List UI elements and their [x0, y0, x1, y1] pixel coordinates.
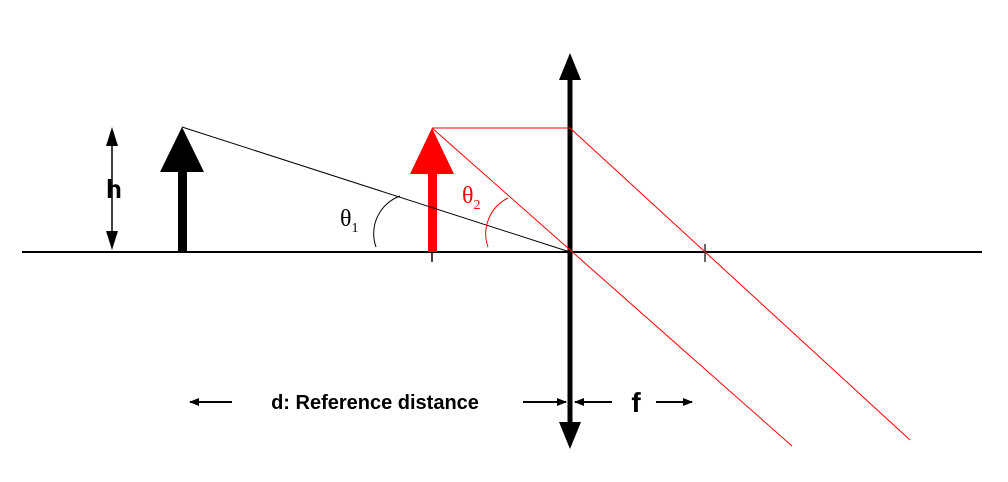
reference-object-arrow	[160, 127, 204, 252]
red-ray-central	[431, 127, 793, 447]
theta2-arc	[485, 197, 509, 248]
red-ray-refracted	[569, 127, 911, 441]
lens-bottom-arrowhead	[559, 422, 581, 449]
lens-top-arrowhead	[559, 53, 581, 80]
lens	[559, 53, 581, 449]
theta2-label: θ2	[462, 183, 481, 213]
theta1-arc	[373, 195, 401, 248]
height-label: h	[106, 174, 122, 204]
focal-length-label: f	[631, 387, 641, 418]
near-object-arrow	[410, 128, 454, 262]
reference-distance-label: d: Reference distance	[271, 392, 479, 414]
red-rays	[431, 127, 911, 447]
theta1-label: θ1	[340, 206, 359, 236]
reference-ray	[181, 126, 571, 253]
